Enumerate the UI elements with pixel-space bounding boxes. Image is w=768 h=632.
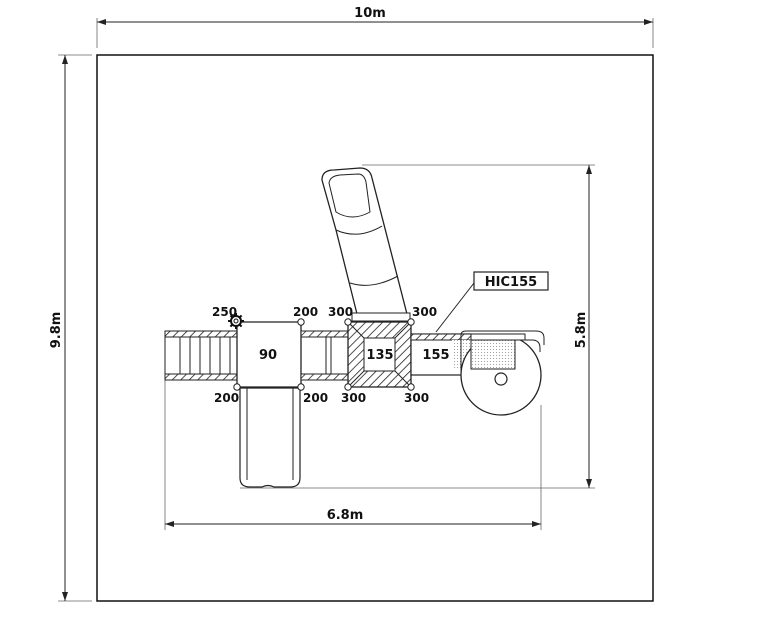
straight-slide bbox=[239, 387, 301, 488]
tube-slide bbox=[321, 167, 411, 322]
inner-width-label: 6.8m bbox=[327, 508, 364, 523]
deck-left: 90 bbox=[236, 321, 302, 388]
ladder bbox=[164, 330, 238, 381]
inner-height-label: 5.8m bbox=[574, 312, 589, 349]
hic-callout: HIC155 bbox=[435, 271, 549, 333]
post-label: 300 bbox=[341, 391, 366, 405]
callout-label: HIC155 bbox=[485, 275, 537, 290]
deck-left-label: 90 bbox=[259, 348, 277, 363]
post-label: 200 bbox=[214, 391, 239, 405]
steering-wheel-icon bbox=[228, 313, 244, 329]
width-label: 10m bbox=[354, 6, 386, 21]
post-label: 250 bbox=[212, 305, 237, 319]
dimension-inner-width: 6.8m bbox=[164, 380, 542, 530]
bridge bbox=[300, 330, 349, 381]
dimension-inner-height: 5.8m bbox=[240, 164, 595, 489]
deck-middle: 135 bbox=[347, 321, 412, 388]
height-label: 9.8m bbox=[49, 312, 64, 349]
post-label: 300 bbox=[412, 305, 437, 319]
post-label: 300 bbox=[404, 391, 429, 405]
outer-boundary bbox=[96, 54, 654, 602]
deck-middle-label: 135 bbox=[366, 348, 393, 363]
post-label: 200 bbox=[293, 305, 318, 319]
spiral-slide bbox=[460, 330, 545, 416]
deck-right-label: 155 bbox=[422, 348, 449, 363]
dimension-height: 9.8m bbox=[49, 54, 92, 602]
post-label: 300 bbox=[328, 305, 353, 319]
post-label: 200 bbox=[303, 391, 328, 405]
dimension-width: 10m bbox=[96, 6, 654, 48]
